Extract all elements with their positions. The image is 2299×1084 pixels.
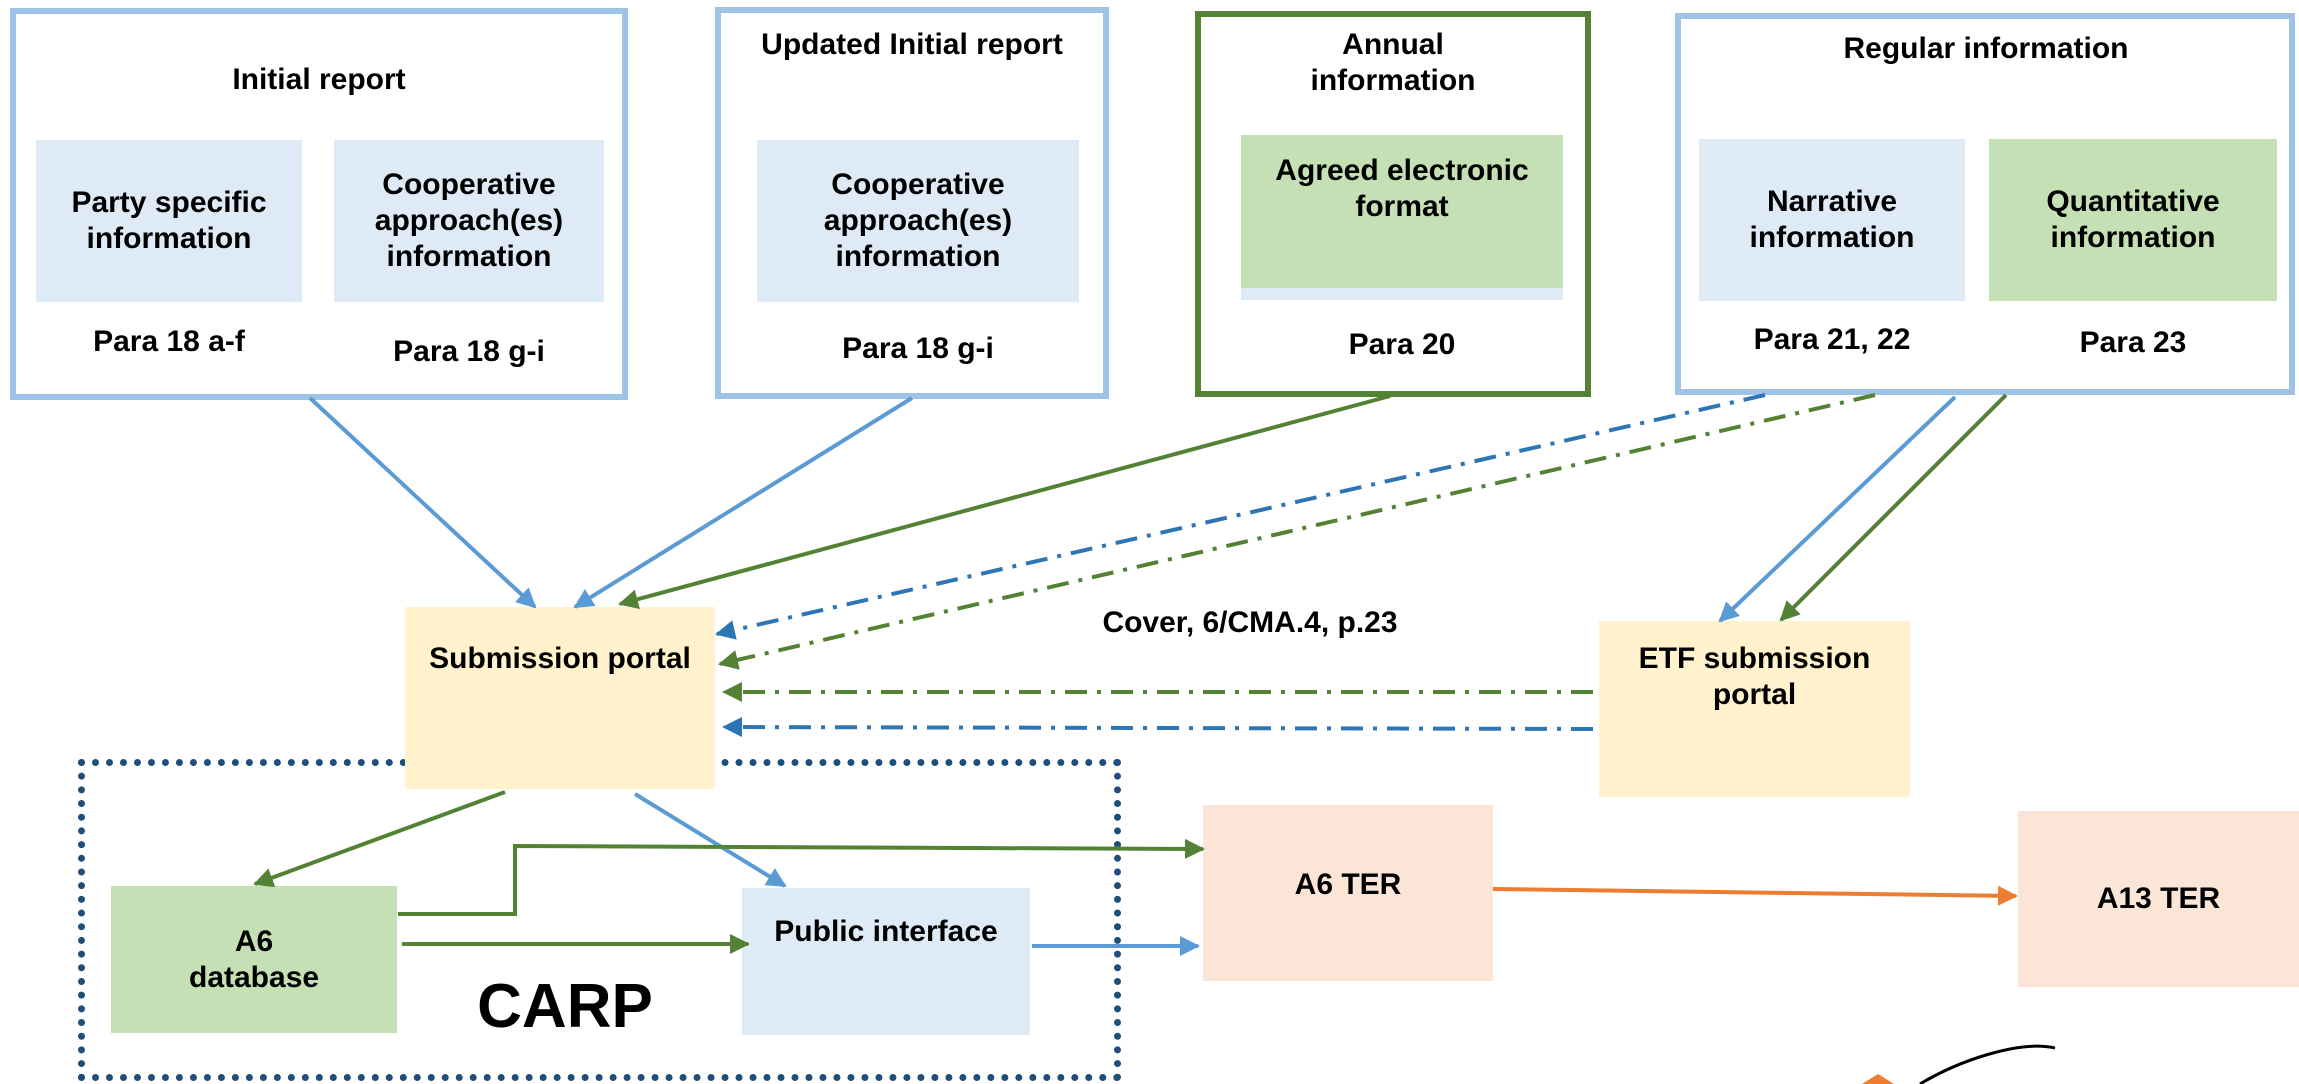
- updated-initial-report-frame: Updated Initial report Cooperative appro…: [715, 7, 1109, 399]
- etf-submission-portal-label: ETF submission portal: [1638, 642, 1871, 711]
- etf-submission-portal-box: ETF submission portal: [1599, 621, 1910, 797]
- logo-swoosh-icon: [1919, 1044, 2056, 1084]
- regular-para-a: Para 21, 22: [1753, 323, 1911, 356]
- initial-para-b: Para 18 g-i: [393, 335, 545, 368]
- initial-para-a: Para 18 a-f: [93, 325, 245, 358]
- initial-report-frame: Initial report Party specific informatio…: [10, 8, 628, 400]
- narrative-info-box: Narrative information: [1699, 139, 1965, 301]
- arrow-a6ter-to-a13ter: [1492, 885, 2018, 906]
- dashed-etf-to-portal-blue: [722, 717, 1594, 738]
- updated-para: Para 18 g-i: [842, 332, 994, 365]
- cover-reference-label: Cover, 6/CMA.4, p.23: [1102, 606, 1398, 639]
- regular-information-title: Regular information: [1843, 32, 2129, 65]
- agreed-electronic-format-box: Agreed electronic format: [1241, 135, 1563, 288]
- quantitative-info-box: Quantitative information: [1989, 139, 2277, 301]
- dashed-regular-to-portal-blue: [715, 393, 1766, 640]
- submission-portal-box: Submission portal: [405, 607, 715, 789]
- annual-para: Para 20: [1348, 328, 1456, 361]
- a6-database-box: A6 database: [111, 886, 397, 1033]
- a13-ter-box: A13 TER: [2018, 811, 2299, 987]
- regular-para-b: Para 23: [2079, 326, 2187, 359]
- regular-information-frame: Regular information Narrative informatio…: [1675, 13, 2295, 395]
- a6-ter-label: A6 TER: [1294, 868, 1402, 901]
- annual-information-title: Annual information: [1310, 28, 1476, 97]
- a6-database-label: A6 database: [189, 924, 320, 994]
- initial-coop-box: Cooperative approach(es) information: [334, 140, 604, 302]
- arrow-initial-to-portal: [308, 396, 537, 609]
- arrow-regular-to-etf-green: [1779, 393, 2008, 622]
- updated-coop-box: Cooperative approach(es) information: [757, 140, 1079, 302]
- arrow-portal-to-public: [633, 792, 787, 888]
- initial-report-title: Initial report: [232, 63, 406, 96]
- dashed-regular-to-portal-green: [718, 393, 1876, 670]
- arrow-updated-to-portal: [573, 396, 914, 609]
- arrow-database-to-a6ter: [398, 838, 1205, 916]
- annual-information-frame: Annual information Agreed electronic for…: [1195, 11, 1591, 397]
- arrow-regular-to-etf-blue: [1718, 395, 1957, 623]
- public-interface-box: Public interface: [742, 888, 1030, 1035]
- public-interface-label: Public interface: [774, 915, 998, 948]
- party-specific-box: Party specific information: [36, 140, 302, 302]
- submission-portal-label: Submission portal: [429, 642, 691, 675]
- a13-ter-label: A13 TER: [2096, 882, 2221, 915]
- logo-diamond-icon: [1862, 1074, 1894, 1084]
- carp-label: CARP: [477, 972, 653, 1041]
- arrow-portal-to-database: [253, 790, 506, 888]
- updated-initial-report-title: Updated Initial report: [761, 28, 1063, 61]
- agreed-electronic-format-label: Agreed electronic format: [1275, 154, 1529, 223]
- arrow-annual-to-portal: [618, 394, 1391, 609]
- a6-ter-box: A6 TER: [1203, 805, 1493, 981]
